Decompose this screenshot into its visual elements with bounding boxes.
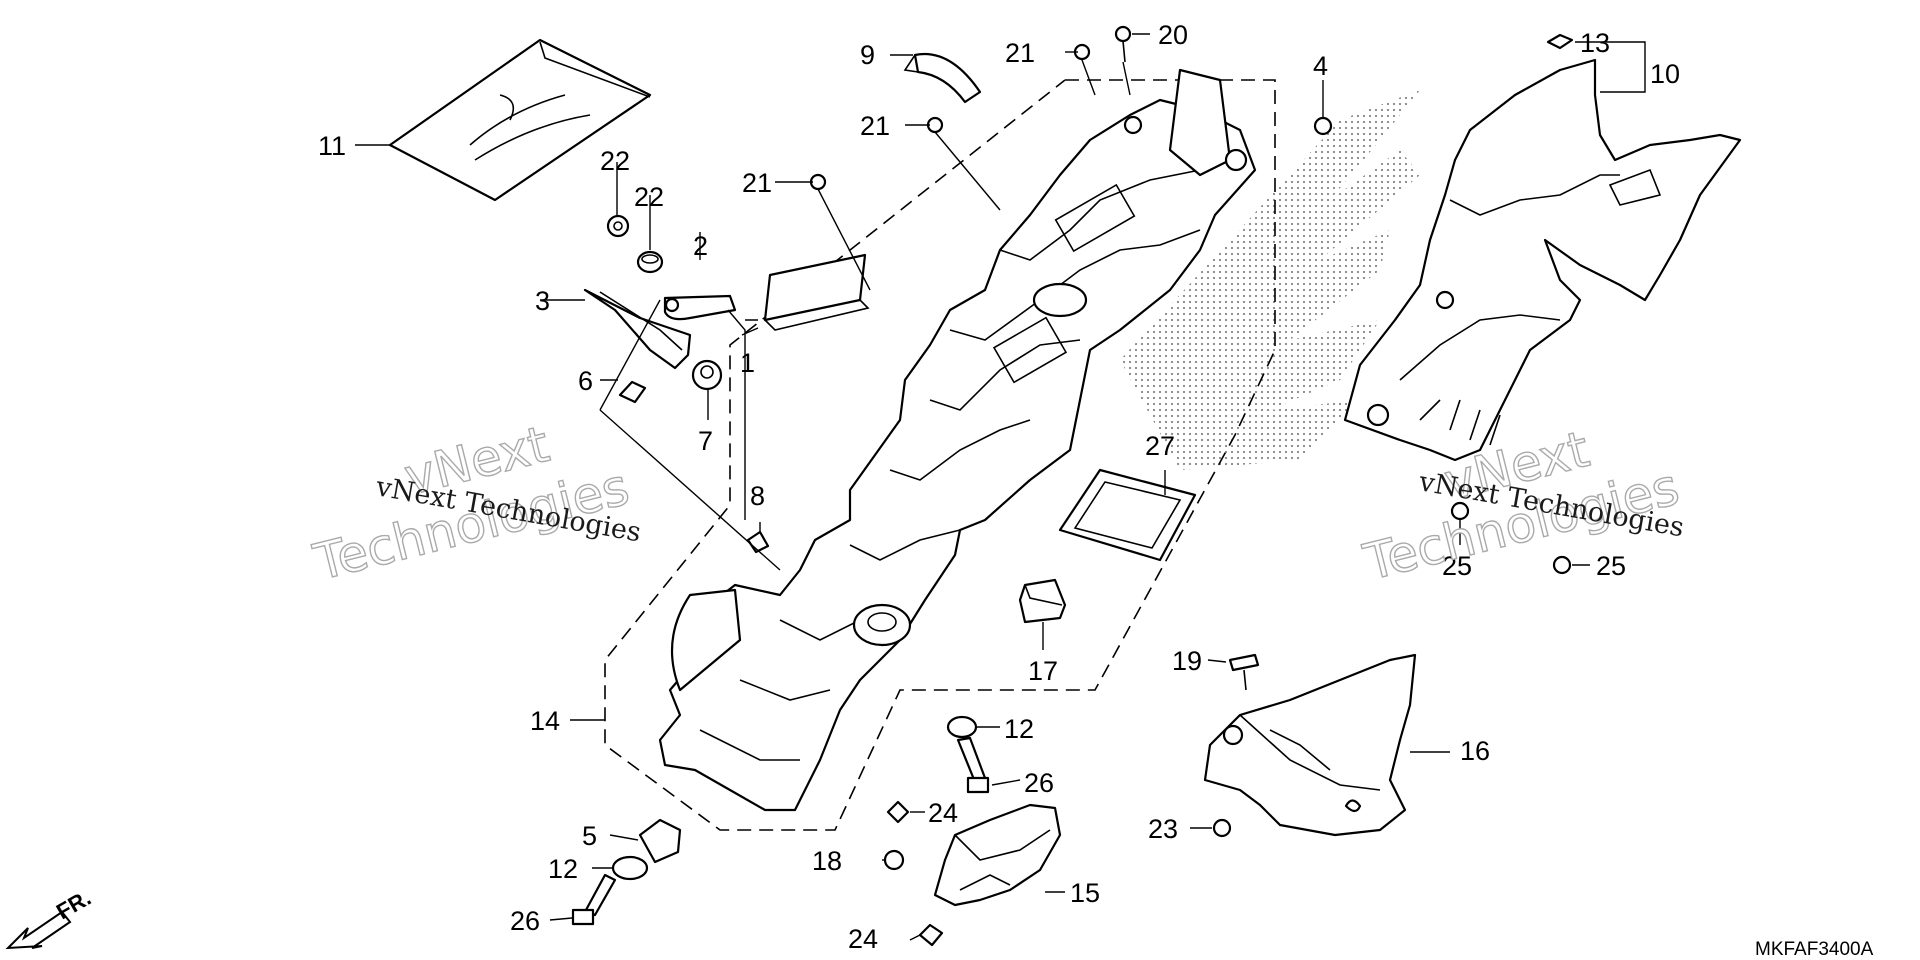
- callout-27: 27: [1145, 431, 1175, 461]
- callout-12-a: 12: [1004, 714, 1034, 744]
- callout-24-a: 24: [928, 798, 958, 828]
- callout-2: 2: [693, 231, 708, 261]
- callout-13: 13: [1580, 28, 1610, 58]
- callout-12-b: 12: [548, 854, 578, 884]
- part-12-washer-b[interactable]: [611, 855, 649, 881]
- part-8-clip[interactable]: [746, 530, 770, 554]
- part-26-bolt-a[interactable]: [956, 736, 990, 794]
- callout-25-b: 25: [1596, 551, 1626, 581]
- callout-3: 3: [535, 286, 550, 316]
- callout-16: 16: [1460, 736, 1490, 766]
- callout-26-b: 26: [510, 906, 540, 936]
- callout-15: 15: [1070, 878, 1100, 908]
- front-arrow-icon: FR.: [5, 885, 95, 950]
- callout-6: 6: [578, 366, 593, 396]
- callouts: 11 9 21 20 4 21 21 22 22 2 3 6 7 1 8 14 …: [318, 20, 1680, 954]
- callout-9: 9: [860, 40, 875, 70]
- part-11-pouch[interactable]: [388, 38, 652, 202]
- part-4-nut[interactable]: [1313, 116, 1333, 136]
- part-22-grommet-a[interactable]: [606, 214, 630, 238]
- callout-18: 18: [812, 846, 842, 876]
- part-20-bolt[interactable]: [1114, 25, 1132, 63]
- leader-lines: [355, 33, 1646, 941]
- callout-23: 23: [1148, 814, 1178, 844]
- callout-14: 14: [530, 706, 560, 736]
- part-25-nut-b[interactable]: [1552, 555, 1572, 575]
- callout-5: 5: [582, 821, 597, 851]
- callout-25-a: 25: [1442, 551, 1472, 581]
- callout-24-b: 24: [848, 924, 878, 954]
- part-18-bolt[interactable]: [883, 849, 905, 871]
- part-21-nut-b[interactable]: [926, 116, 944, 134]
- callout-22-b: 22: [634, 182, 664, 212]
- callout-7: 7: [698, 426, 713, 456]
- part-12-washer-a[interactable]: [946, 715, 978, 739]
- wing-logo-stipple: [1120, 90, 1420, 470]
- part-2-hook[interactable]: [663, 294, 737, 321]
- part-24-clip-b[interactable]: [918, 923, 944, 947]
- part-10-tail-cover[interactable]: [1343, 58, 1742, 462]
- callout-26-a: 26: [1024, 768, 1054, 798]
- part-9-strap[interactable]: [903, 53, 982, 104]
- part-19-bolt[interactable]: [1228, 653, 1260, 691]
- callout-4: 4: [1313, 51, 1328, 81]
- callout-21-b: 21: [860, 111, 890, 141]
- part-27-frame[interactable]: [1058, 468, 1197, 562]
- assembly-outline: [604, 79, 1276, 831]
- diagram-code: MKFAF3400A: [1755, 939, 1874, 960]
- callout-1: 1: [740, 348, 755, 378]
- callout-8: 8: [750, 481, 765, 511]
- part-13-label[interactable]: [1546, 33, 1574, 50]
- part-15-bracket[interactable]: [933, 803, 1062, 907]
- part-7-grommet[interactable]: [691, 359, 723, 391]
- part-25-nut-a[interactable]: [1450, 501, 1470, 521]
- part-14-rear-fender[interactable]: [658, 68, 1257, 812]
- callout-19: 19: [1172, 646, 1202, 676]
- part-23-nut[interactable]: [1212, 818, 1232, 838]
- callout-10: 10: [1650, 59, 1680, 89]
- callout-11: 11: [318, 131, 346, 161]
- part-26-bolt-b[interactable]: [571, 873, 617, 926]
- part-21-nut-c[interactable]: [809, 173, 827, 191]
- callout-20: 20: [1158, 20, 1188, 50]
- part-1-tray[interactable]: [763, 253, 870, 331]
- part-5-cap[interactable]: [638, 818, 682, 864]
- watermark-right: vNext Technologies vNext Technologies: [1357, 419, 1686, 592]
- part-17-block[interactable]: [1018, 578, 1067, 624]
- part-22-grommet-b[interactable]: [636, 250, 664, 274]
- watermark-left: vNext Technologies vNext Technologies: [307, 414, 643, 592]
- callout-22-a: 22: [600, 146, 630, 176]
- part-6-collar[interactable]: [618, 380, 647, 404]
- callout-17: 17: [1028, 656, 1058, 686]
- callout-21-c: 21: [742, 168, 772, 198]
- part-16-hugger[interactable]: [1203, 653, 1417, 837]
- part-24-clip-a[interactable]: [886, 800, 910, 824]
- callout-21-a: 21: [1005, 38, 1035, 68]
